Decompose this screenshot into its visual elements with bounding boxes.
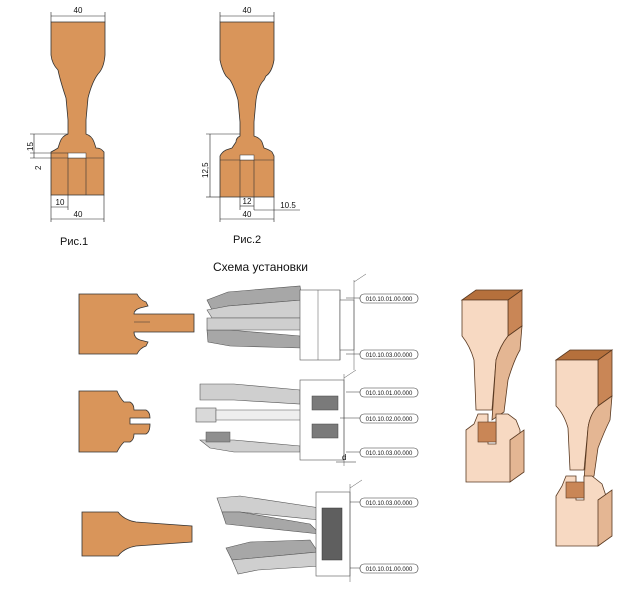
fig2-dim-12_5-label: 12,5 xyxy=(201,162,210,178)
g1-cutter xyxy=(206,273,367,370)
fig1-profile xyxy=(50,21,106,196)
fig1-caption: Рис.1 xyxy=(60,236,88,248)
fig1-dim-10-label: 10 xyxy=(56,198,65,207)
scheme-group-2: d 010.10.01.00.000 010.10.02.00.000 010.… xyxy=(78,369,419,466)
fig2-dim-12-label: 12 xyxy=(243,197,252,206)
g2-part-top: 010.10.01.00.000 xyxy=(366,391,413,397)
render-3d-left xyxy=(460,289,525,483)
scheme-group-1: 010.10.01.00.000 010.10.03.00.000 xyxy=(78,273,419,370)
g1-part-top: 010.10.01.00.000 xyxy=(366,297,413,303)
fig2-profile xyxy=(219,21,275,198)
g3-part-bottom: 010.10.01.00.000 xyxy=(366,567,413,573)
scheme-group-3: 010.10.03.00.000 010.10.01.00.000 xyxy=(81,479,419,582)
g1-profile xyxy=(78,293,195,355)
g2-part-bottom: 010.10.03.00.000 xyxy=(366,451,413,457)
fig2-groove xyxy=(239,154,255,161)
fig2-caption: Рис.2 xyxy=(233,234,261,246)
g3-cutter xyxy=(216,479,363,582)
fig1: 40 15 2 10 40 Рис.1 xyxy=(26,6,106,248)
g2-cutter xyxy=(195,369,357,466)
g2-part-mid: 010.10.02.00.000 xyxy=(366,417,413,423)
render-3d-right xyxy=(554,349,614,547)
g2-profile xyxy=(78,390,151,453)
g1-part-bottom: 010.10.03.00.000 xyxy=(366,353,413,359)
fig2-dim-top-label: 40 xyxy=(243,6,252,15)
fig1-dim-2-label: 2 xyxy=(34,165,43,170)
scheme-title: Схема установки xyxy=(213,260,308,274)
fig2-dim-10_5-label: 10.5 xyxy=(280,201,296,210)
g3-profile xyxy=(81,511,193,557)
fig2: 40 12,5 12 10.5 40 Рис.2 xyxy=(201,6,300,246)
g3-part-top: 010.10.03.00.000 xyxy=(366,501,413,507)
fig2-dim-bottom-label: 40 xyxy=(243,210,252,219)
fig1-groove xyxy=(67,152,87,159)
g2-d-label: d xyxy=(342,453,346,462)
fig1-dim-bottom-label: 40 xyxy=(74,210,83,219)
fig1-dim-15-label: 15 xyxy=(26,142,35,151)
fig1-dim-top-label: 40 xyxy=(74,6,83,15)
